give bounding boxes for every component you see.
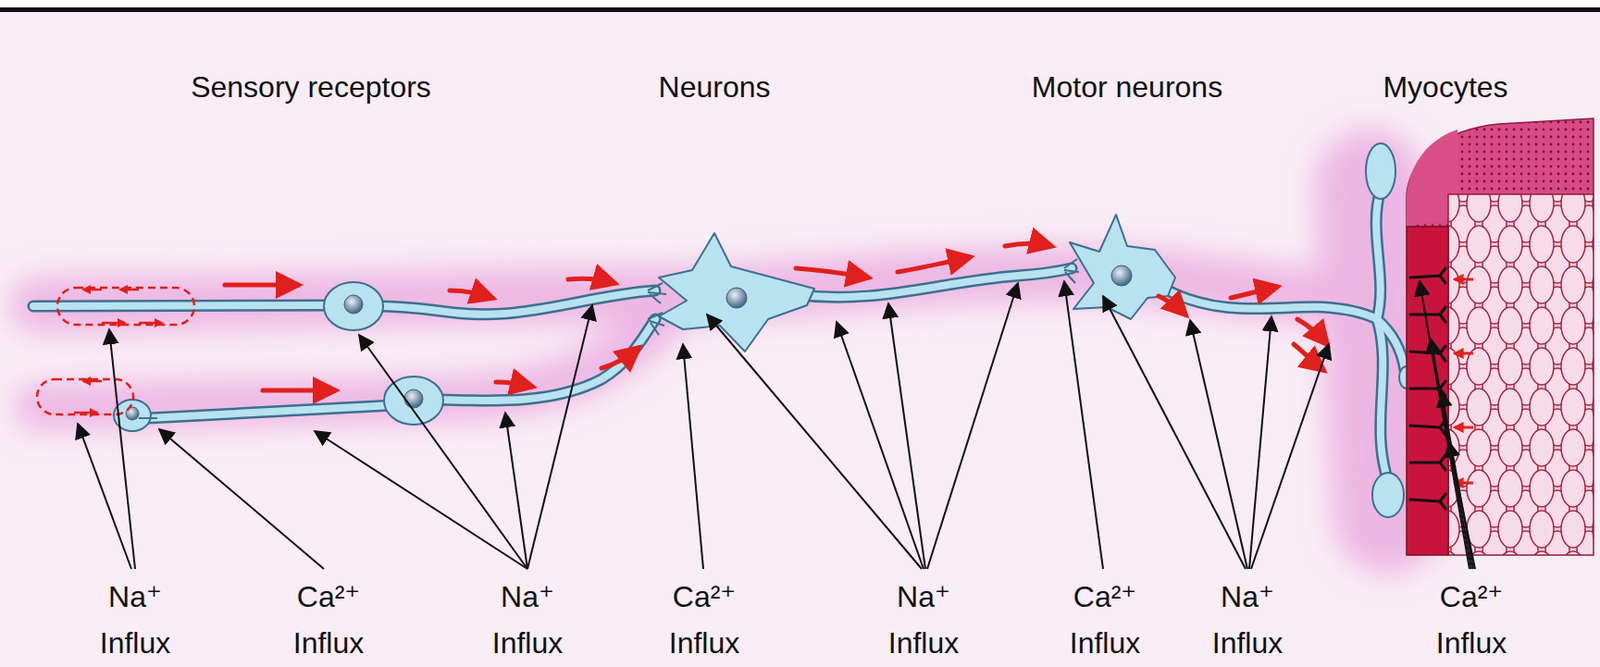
ion-influx-label: Ca²⁺ Influx [1069,573,1141,667]
column-heading: Sensory receptors [190,68,432,106]
ion-influx-label: Na⁺ Influx [99,573,171,667]
ion-influx-label: Na⁺ Influx [888,573,959,667]
column-heading: Myocytes [1382,68,1508,106]
ion-influx-label: Ca²⁺ Influx [669,573,740,667]
column-heading: Neurons [658,68,771,106]
ion-influx-label: Na⁺ Influx [1212,573,1283,667]
ion-influx-label: Na⁺ Influx [492,573,563,667]
column-heading: Motor neurons [1031,68,1223,106]
ion-influx-label: Ca²⁺ Influx [293,573,364,667]
ion-influx-label: Ca²⁺ Influx [1436,573,1507,667]
